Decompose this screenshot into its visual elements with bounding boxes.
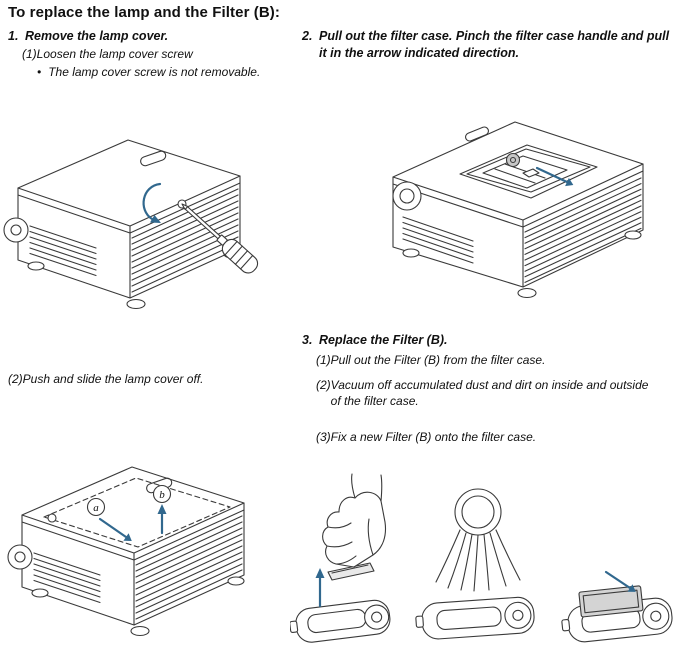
- filter-case-handle: [522, 168, 540, 178]
- brush-bristles: [435, 529, 521, 592]
- fix-direction-arrow: [604, 570, 636, 592]
- foot: [624, 230, 642, 240]
- step3-sub3: (3) Fix a new Filter (B) onto the filter…: [316, 429, 661, 445]
- step2-heading-text: Pull out the filter case. Pinch the filt…: [319, 29, 670, 60]
- step3-sub1-text: Pull out the Filter (B) from the filter …: [330, 353, 546, 367]
- lamp-cover-slide-illustration: a b: [7, 466, 245, 637]
- thumb: [367, 518, 374, 556]
- filter-case-tray-2: [415, 596, 535, 640]
- foot: [27, 261, 45, 271]
- lens-dial: [3, 217, 29, 243]
- label-circle-b: [152, 484, 172, 504]
- step3-heading: 3. Replace the Filter (B).: [302, 332, 674, 349]
- step1-heading: 1. Remove the lamp cover.: [8, 28, 290, 45]
- step1-sub1: (1) Loosen the lamp cover screw: [22, 46, 284, 62]
- step1-note: • The lamp cover screw is not removable.: [37, 64, 287, 80]
- step1-note-text: The lamp cover screw is not removable.: [48, 65, 261, 79]
- step2-heading: 2. Pull out the filter case. Pinch the f…: [302, 28, 674, 62]
- lamp-cover-screw: [47, 513, 57, 523]
- lamp-cover-dashed-outline: [43, 477, 231, 548]
- vent-slats-right: [524, 177, 642, 283]
- step3-sub2-text: Vacuum off accumulated dust and dirt on …: [330, 378, 649, 409]
- step2-number: 2.: [302, 29, 313, 43]
- step1-sub2-number: (2): [8, 372, 23, 386]
- step1-sub2-text: Push and slide the lamp cover off.: [22, 372, 204, 386]
- hand: [322, 473, 387, 568]
- projector-body: [3, 139, 241, 310]
- bullet-glyph: •: [37, 65, 42, 79]
- step3-sub3-number: (3): [316, 430, 331, 444]
- screwdriver: [181, 203, 259, 274]
- foot: [227, 576, 245, 586]
- top-recess: [465, 126, 489, 142]
- filter-compartment: [459, 144, 598, 199]
- foot: [517, 287, 537, 299]
- figure-label-b: b: [159, 489, 165, 501]
- lens-dial: [7, 544, 33, 570]
- filter-replace-illustration: [290, 473, 673, 643]
- figure-label-a: a: [93, 502, 99, 514]
- step1-number: 1.: [8, 29, 19, 43]
- vacuum-brush: [435, 488, 521, 592]
- filter-case-tray-1: [290, 599, 391, 643]
- step3-heading-text: Replace the Filter (B).: [319, 333, 448, 347]
- filter-case-pull-illustration: [392, 121, 644, 299]
- slide-arrow-a: [98, 517, 132, 541]
- step3-sub2: (2) Vacuum off accumulated dust and dirt…: [316, 377, 661, 409]
- vent-slats-right: [131, 188, 239, 293]
- step3-sub1: (1) Pull out the Filter (B) from the fil…: [316, 352, 666, 368]
- step3-sub2-number: (2): [316, 378, 331, 392]
- vent-slats-right: [135, 515, 243, 620]
- wrist: [351, 473, 383, 502]
- foot: [130, 625, 150, 637]
- lens: [392, 181, 422, 211]
- lamp-cover-screw-illustration: [3, 139, 259, 310]
- pull-up-arrow: [315, 568, 325, 608]
- step3-sub3-text: Fix a new Filter (B) onto the filter cas…: [330, 430, 537, 444]
- step1-heading-text: Remove the lamp cover.: [25, 29, 169, 43]
- foot: [402, 248, 420, 258]
- step3-sub1-number: (1): [316, 353, 331, 367]
- lift-arrow-b: [157, 504, 167, 535]
- step1-sub2: (2) Push and slide the lamp cover off.: [8, 371, 278, 387]
- step1-sub1-text: Loosen the lamp cover screw: [36, 47, 193, 61]
- lamp-knob: [505, 152, 521, 168]
- vent-slats-left: [33, 552, 101, 604]
- top-recess: [140, 150, 167, 167]
- foot: [31, 588, 49, 598]
- vent-slats-left: [402, 216, 474, 264]
- vent-slats-left: [29, 225, 97, 277]
- step1-sub1-number: (1): [22, 47, 37, 61]
- page-title: To replace the lamp and the Filter (B):: [8, 4, 280, 21]
- pull-direction-arrow: [535, 166, 574, 187]
- projector-body: [7, 466, 245, 637]
- step3-number: 3.: [302, 333, 313, 347]
- foot: [126, 298, 146, 310]
- loosen-rotation-arrow: [142, 182, 162, 223]
- label-circle-a: [86, 497, 106, 517]
- new-filter-panel: [578, 585, 644, 618]
